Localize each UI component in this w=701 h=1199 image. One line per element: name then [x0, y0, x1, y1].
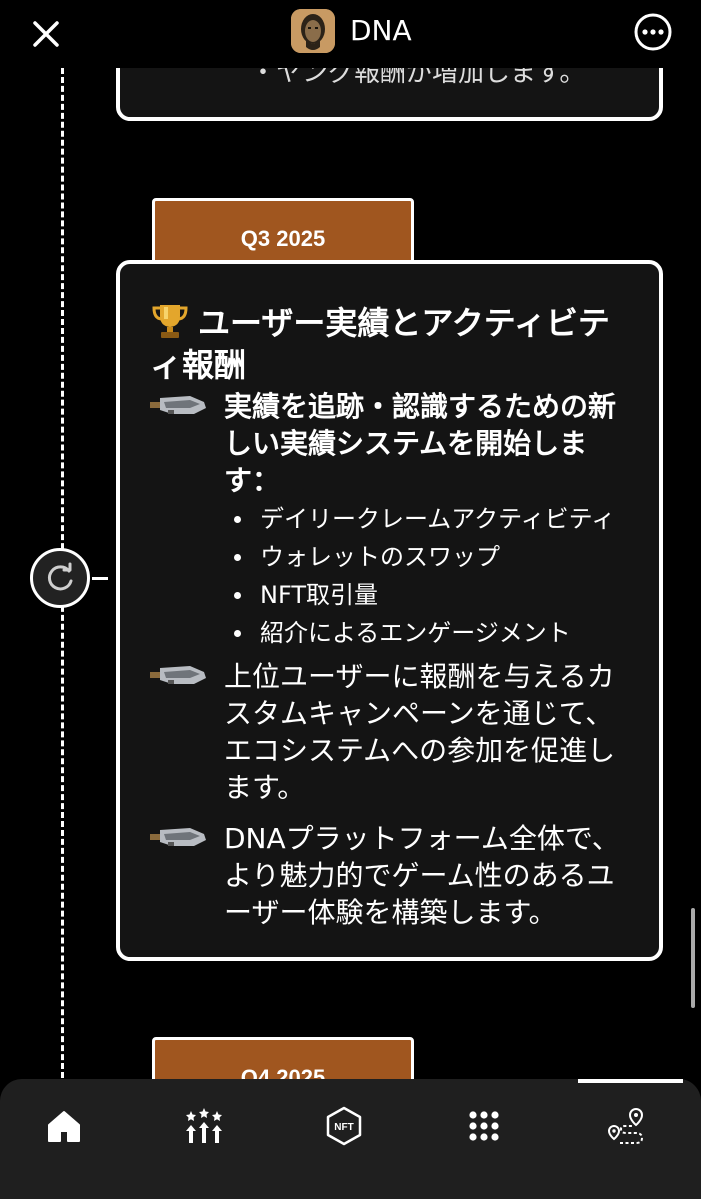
scrollbar[interactable]: [691, 908, 695, 1008]
refresh-icon: [47, 562, 73, 591]
item-text: DNAプラットフォーム全体で、より魅力的でゲーム性のあるユーザー体験を構築します…: [224, 822, 620, 929]
roadmap-card-q3: ユーザー実績とアクティビティ報酬 実績を追跡・認識するための新しい実績システムを…: [116, 260, 663, 961]
item-text: 上位ユーザーに報酬を与えるカスタムキャンペーンを通じて、エコシステムへの参加を促…: [224, 660, 616, 804]
close-icon: [33, 21, 59, 47]
sub-item-list: デイリークレームアクティビティ ウォレットのスワップ NFT取引量 紹介によるエ…: [232, 500, 615, 652]
roadmap-icon: [607, 1107, 644, 1144]
card-title: ユーザー実績とアクティビティ報酬: [150, 304, 610, 384]
timeline-node[interactable]: [30, 548, 90, 608]
timeline-connector: [92, 577, 108, 580]
ranking-icon: [186, 1108, 222, 1143]
list-item: ウォレットのスワップ: [232, 538, 615, 576]
active-tab-indicator: [578, 1079, 683, 1083]
apps-grid-icon: [469, 1111, 499, 1141]
gun-icon: [150, 396, 206, 414]
bottom-navigation: NFT: [0, 1079, 701, 1199]
home-icon: [48, 1111, 80, 1142]
quarter-label: Q3 2025: [240, 226, 326, 251]
close-button[interactable]: [24, 12, 68, 56]
gun-icon: [150, 666, 206, 684]
nft-icon: NFT: [326, 1106, 362, 1146]
app-title: DNA: [350, 14, 412, 47]
list-item: 紹介によるエンゲージメント: [232, 614, 615, 652]
more-options-icon: [634, 13, 672, 51]
nav-apps[interactable]: [454, 1101, 514, 1151]
list-item: デイリークレームアクティビティ: [232, 500, 615, 538]
item-text: 実績を追跡・認識するための新しい実績システムを開始します：: [224, 390, 617, 497]
trophy-icon: [152, 305, 188, 338]
statue-face-icon: [291, 9, 335, 53]
gun-icon: [150, 828, 206, 846]
nav-home[interactable]: [34, 1101, 94, 1151]
more-options-button[interactable]: [633, 12, 673, 52]
previous-card-text: ・ヤング報酬が増加します。: [250, 58, 586, 88]
nav-ranking[interactable]: [174, 1101, 234, 1151]
nav-nft[interactable]: NFT: [314, 1101, 374, 1151]
nft-label: NFT: [334, 1122, 353, 1133]
app-logo: [291, 9, 335, 53]
nav-roadmap[interactable]: [596, 1101, 656, 1151]
top-bar: DNA: [0, 0, 701, 68]
list-item: NFT取引量: [232, 576, 615, 614]
